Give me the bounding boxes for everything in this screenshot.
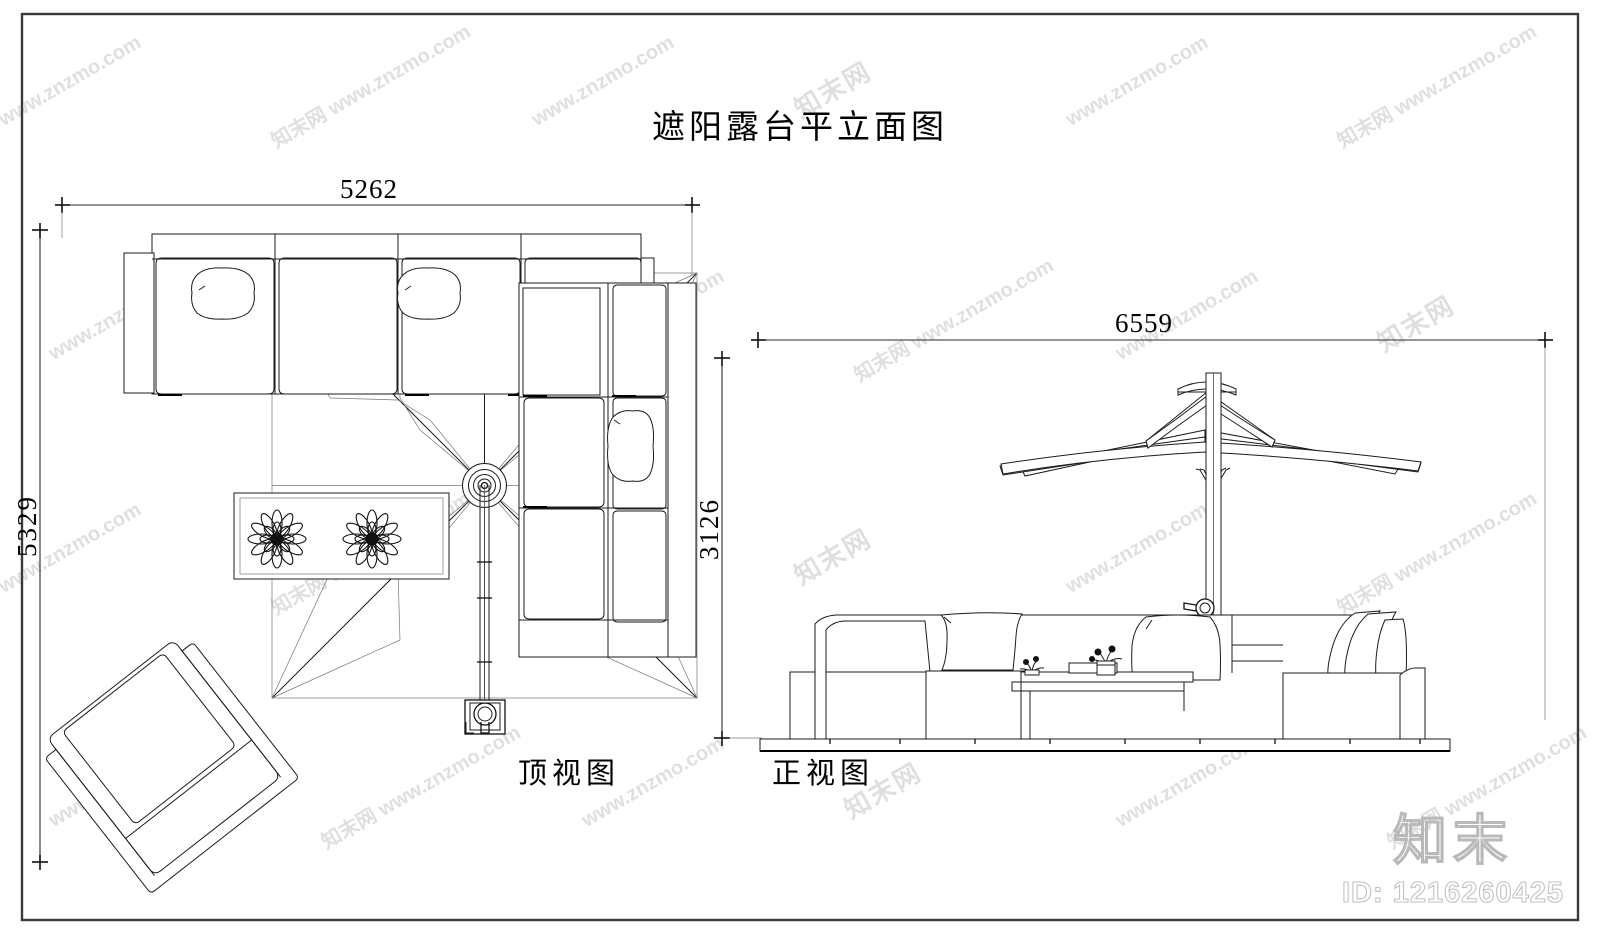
coffee-table-plan[interactable] [233, 492, 450, 580]
dimension-plan-width [55, 197, 700, 275]
sectional-sofa-plan-right[interactable] [518, 282, 697, 658]
dimension-layer [32, 197, 1553, 870]
sectional-sofa-elevation-right[interactable] [1231, 615, 1426, 740]
sofa-cushions-elevation [939, 610, 1407, 681]
sheet-border [20, 12, 1580, 922]
plan-view-group [36, 233, 698, 893]
plant-icon [1019, 645, 1123, 676]
armchair-plan[interactable] [36, 631, 299, 893]
umbrella-mast-plan [477, 485, 492, 720]
dimension-elevation-height [714, 351, 762, 746]
coffee-table-elevation[interactable] [1011, 645, 1194, 740]
dimension-elevation-width [751, 332, 1553, 720]
plant-icon [247, 509, 402, 569]
dimension-plan-depth [32, 223, 48, 870]
umbrella-base-plan [464, 699, 506, 735]
elevation-view-group [759, 372, 1451, 752]
deck-floor [759, 738, 1451, 752]
